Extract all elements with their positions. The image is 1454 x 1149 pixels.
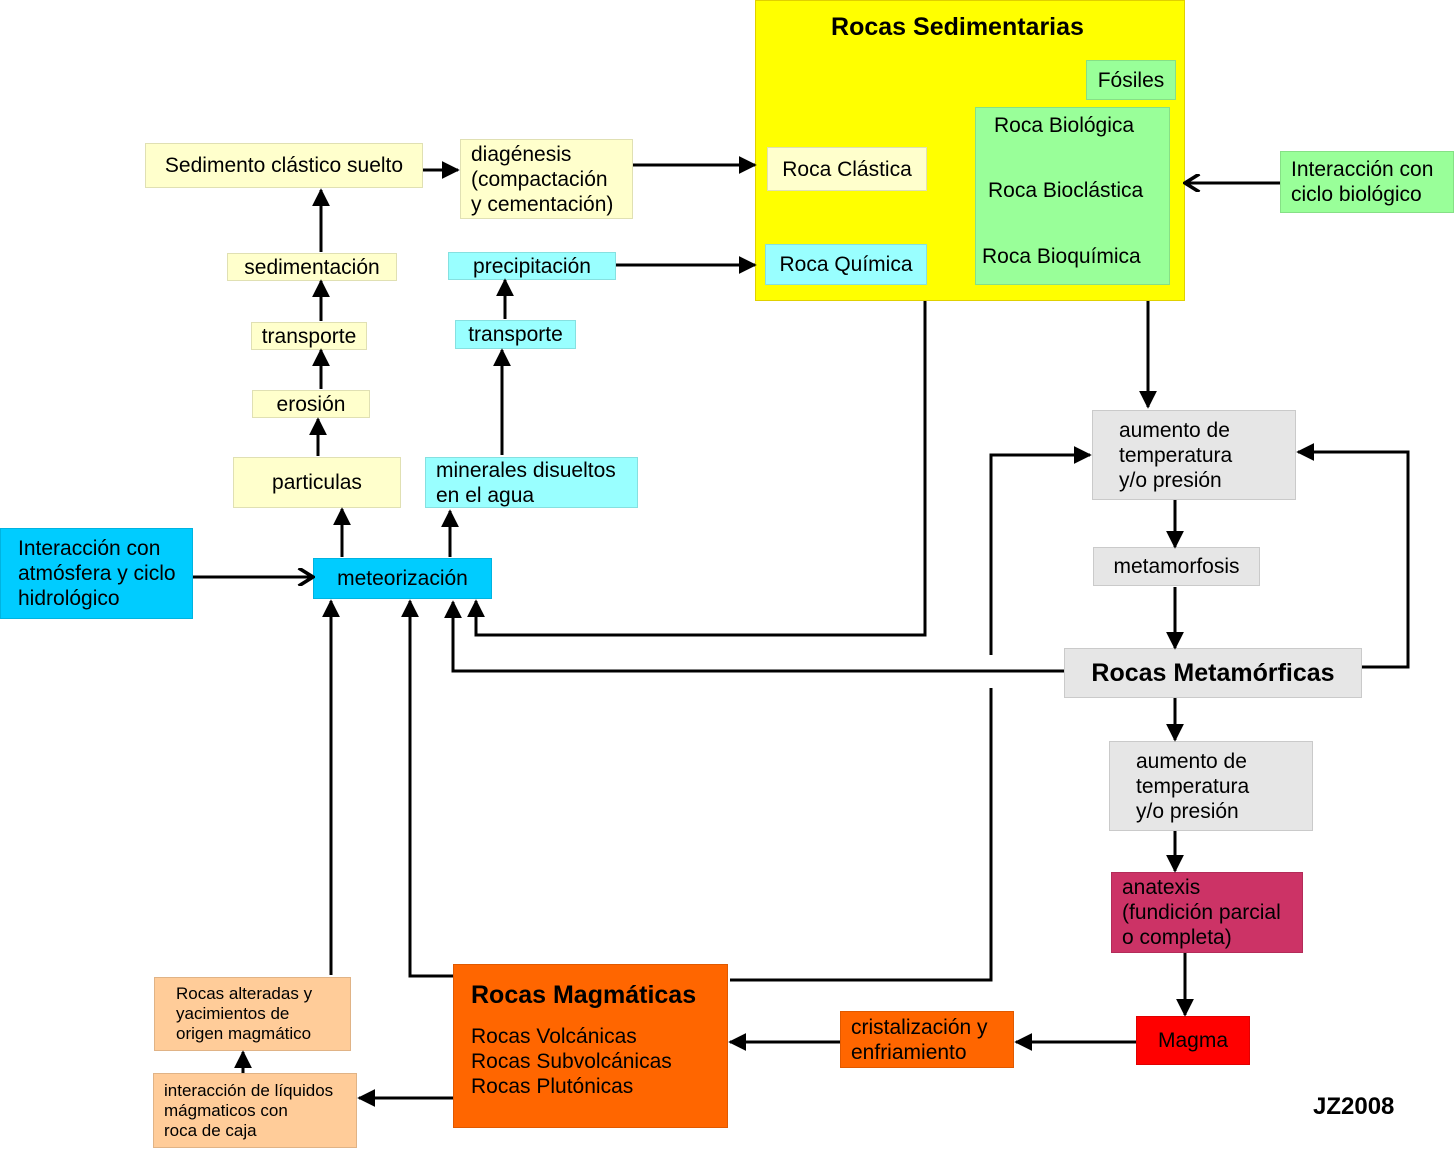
text-line: y cementación) (471, 192, 614, 216)
particles: particulas (233, 457, 401, 508)
plutonic-rocks: Rocas Plutónicas (471, 1075, 634, 1098)
magmatic-title: Rocas Magmáticas (471, 981, 697, 1009)
fossils-box: Fósiles (1086, 60, 1176, 100)
text-line: hidrológico (18, 587, 120, 610)
text-line: origen magmático (176, 1024, 312, 1043)
text-line: atmósfera y ciclo (18, 562, 176, 585)
text-line: Interacción con (18, 537, 161, 560)
clastic-rock: Roca Clástica (767, 147, 927, 191)
text-line: enfriamiento (851, 1040, 967, 1064)
text-line: Rocas alteradas y (176, 984, 313, 1003)
text-line: temperatura (1119, 443, 1233, 467)
loose-sediment: Sedimento clástico suelto (145, 143, 423, 188)
text-line: anatexis (1122, 876, 1201, 899)
transport-chemical: transporte (455, 320, 576, 349)
sedimentary-title: Rocas Sedimentarias (831, 13, 1084, 41)
text-line: o completa) (1122, 926, 1232, 949)
text-line: aumento de (1119, 418, 1230, 442)
transport-clastic: transporte (251, 322, 367, 350)
text-line: y/o presión (1119, 468, 1222, 492)
chemical-rock: Roca Química (765, 244, 927, 285)
erosion: erosión (252, 390, 370, 418)
sedimentation: sedimentación (227, 253, 397, 281)
text-line: roca de caja (164, 1120, 257, 1140)
text-line: interacción de líquidos (164, 1080, 334, 1100)
weathering: meteorización (313, 558, 492, 599)
subvolcanic-rocks: Rocas Subvolcánicas (471, 1050, 672, 1073)
arrow (1296, 443, 1410, 669)
text-line: minerales disueltos (436, 458, 616, 482)
biological-rock: Roca Biológica (994, 114, 1135, 137)
arrow (989, 446, 1092, 655)
text-line: yacimientos de (176, 1004, 290, 1023)
arrow (467, 301, 927, 637)
metamorphic-rocks: Rocas Metamórficas (1064, 648, 1362, 698)
text-line: y/o presión (1136, 799, 1239, 823)
text-line: aumento de (1136, 749, 1247, 773)
text-line: cristalización y (851, 1015, 988, 1039)
bioclastic-rock: Roca Bioclástica (988, 179, 1144, 202)
text-line: temperatura (1136, 774, 1250, 798)
text-line: (compactación (471, 167, 608, 191)
text-line: en el agua (436, 483, 535, 507)
text-line: ciclo biológico (1291, 183, 1422, 206)
magma: Magma (1136, 1016, 1250, 1065)
text-line: diagénesis (471, 142, 572, 166)
text-line: mágmaticos con (164, 1100, 288, 1120)
precipitation: precipitación (448, 252, 616, 280)
text-line: (fundición parcial (1122, 901, 1281, 924)
arrow (401, 599, 453, 978)
biochemical-rock: Roca Bioquímica (982, 245, 1141, 268)
arrow (730, 688, 993, 982)
arrow (444, 600, 1064, 673)
biological-rocks-box: Roca Biológica Roca Bioclástica Roca Bio… (975, 107, 1170, 285)
volcanic-rocks: Rocas Volcánicas (471, 1025, 637, 1048)
text-line: Interacción con (1291, 158, 1434, 181)
signature: JZ2008 (1313, 1093, 1395, 1120)
